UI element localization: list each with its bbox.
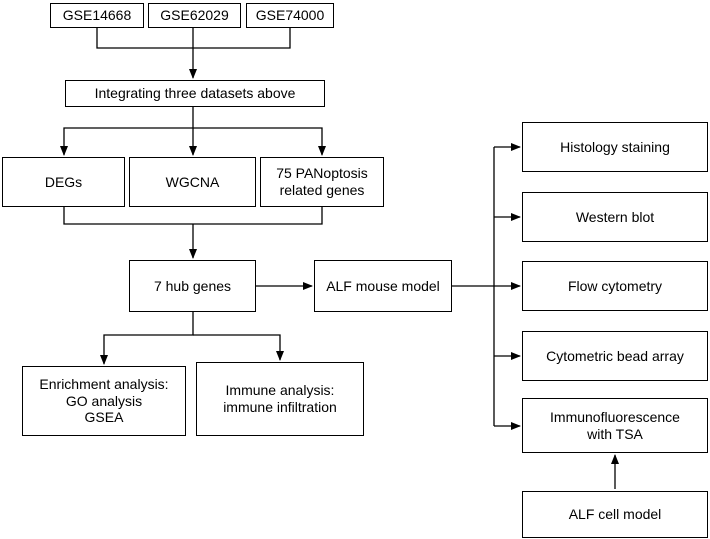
node-western-blot: Western blot [522, 192, 708, 242]
node-alf-cell-model: ALF cell model [522, 491, 708, 538]
node-hub-genes: 7 hub genes [129, 260, 256, 312]
node-immune-analysis: Immune analysis: immune infiltration [196, 362, 364, 436]
connector-analyses-merge [63, 207, 323, 225]
node-gse14668: GSE14668 [50, 3, 144, 28]
node-panoptosis: 75 PANoptosis related genes [260, 157, 384, 207]
node-flow-cytometry: Flow cytometry [522, 261, 708, 311]
node-alf-mouse-model: ALF mouse model [314, 260, 452, 312]
node-cytometric-bead-array: Cytometric bead array [522, 331, 708, 381]
node-gse74000: GSE74000 [246, 3, 334, 28]
node-immunofluorescence-tsa: Immunofluorescence with TSA [522, 398, 708, 453]
node-histology-staining: Histology staining [522, 122, 708, 172]
node-degs: DEGs [2, 157, 125, 207]
arrow-to-immune [193, 334, 284, 361]
connector-hub-split [100, 312, 194, 365]
connector-integrate-split [60, 107, 194, 156]
node-enrichment-analysis: Enrichment analysis: GO analysis GSEA [22, 366, 186, 436]
arrow-to-panoptosis [193, 127, 326, 156]
node-gse62029: GSE62029 [148, 3, 241, 28]
node-integrate: Integrating three datasets above [65, 80, 325, 107]
node-wgcna: WGCNA [129, 157, 256, 207]
